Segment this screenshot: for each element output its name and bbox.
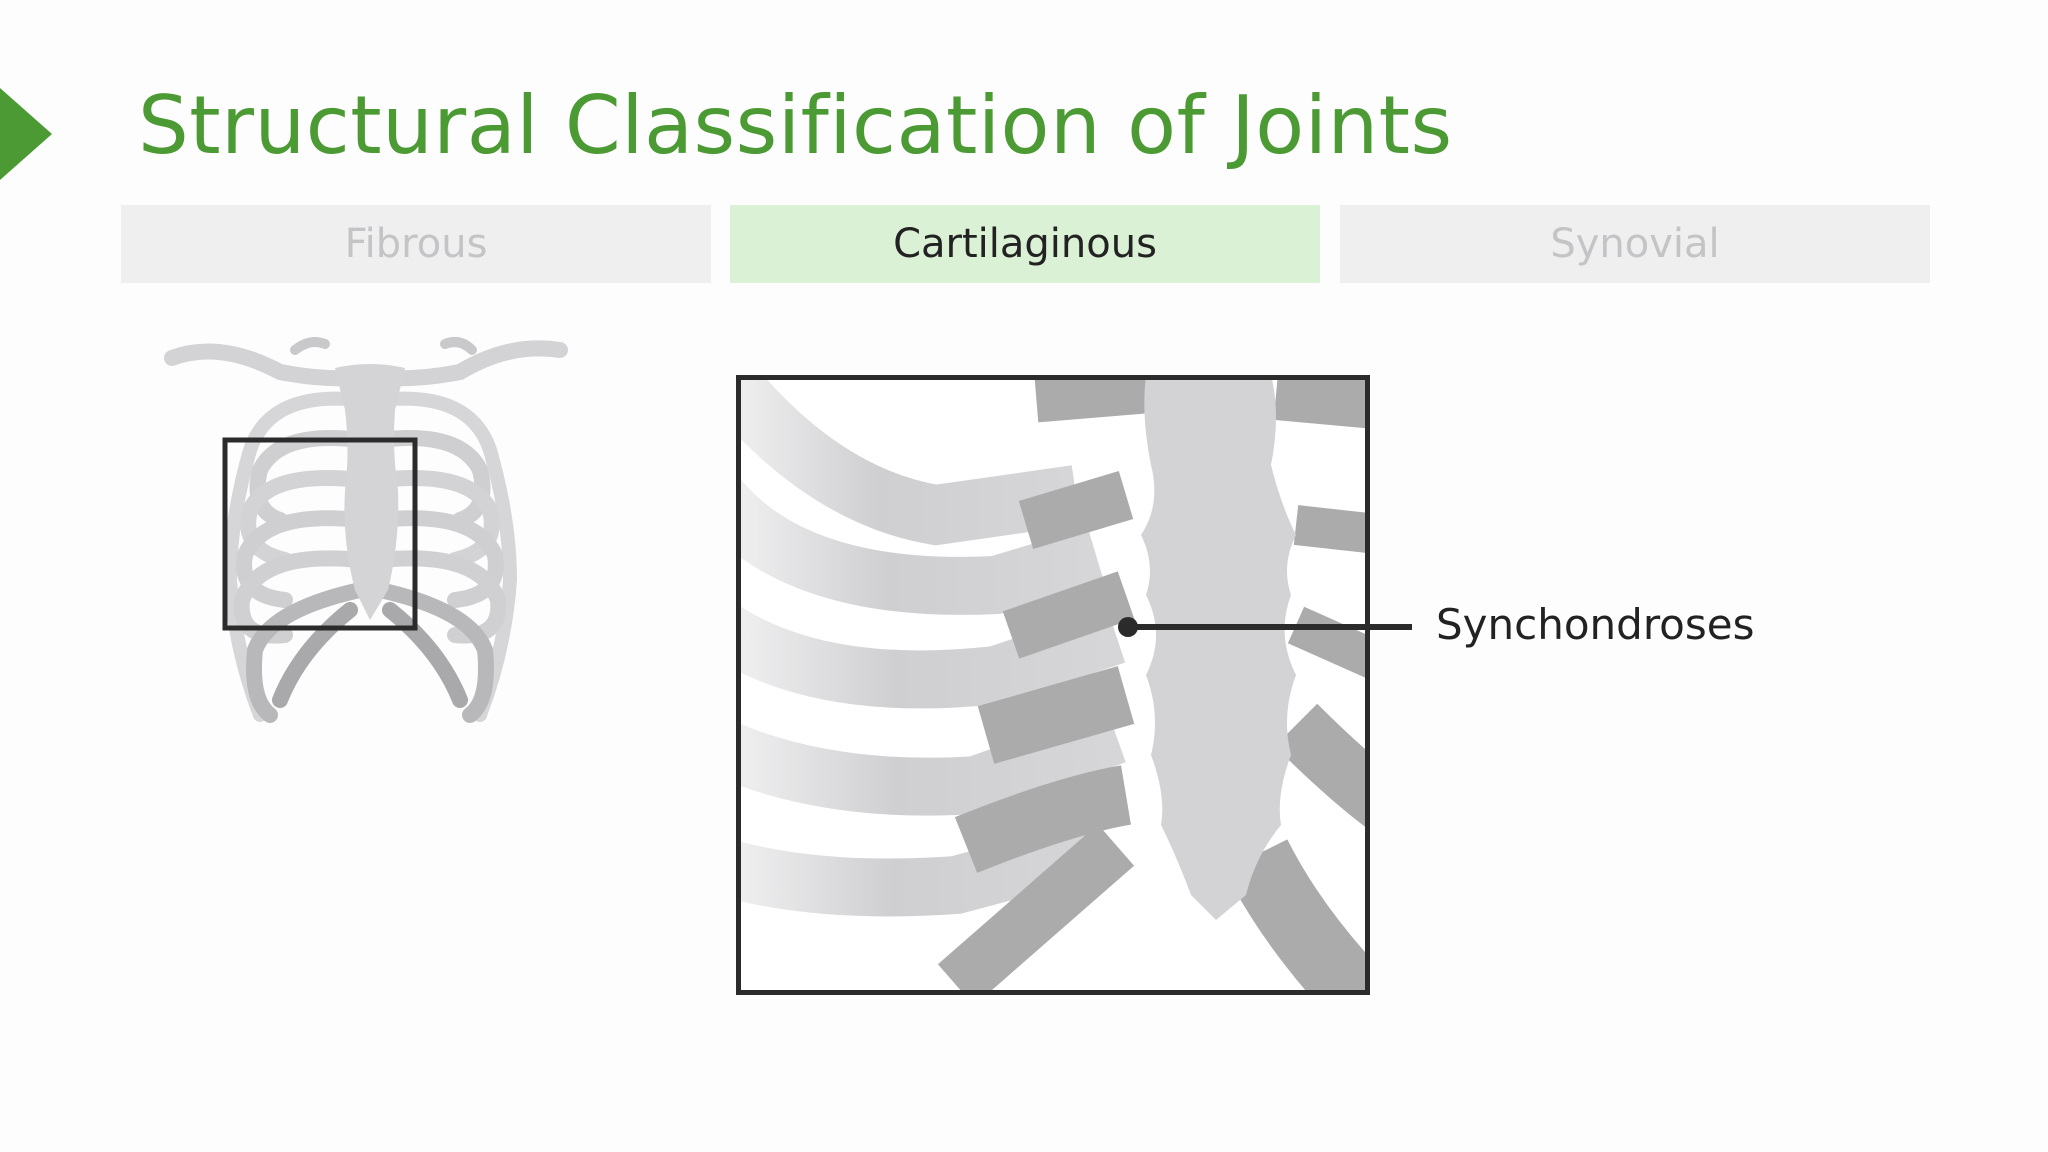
slide-arrow-marker	[0, 88, 52, 180]
tab-cartilaginous-label: Cartilaginous	[893, 221, 1157, 267]
rib-cage-icon	[164, 337, 568, 723]
sternum-closeup-icon	[736, 375, 1370, 995]
tab-fibrous[interactable]: Fibrous	[121, 205, 711, 283]
tab-synovial-label: Synovial	[1550, 221, 1720, 267]
tab-fibrous-label: Fibrous	[344, 221, 488, 267]
callout-label-synchondroses: Synchondroses	[1436, 600, 1755, 649]
slide-title: Structural Classification of Joints	[138, 79, 1453, 172]
callout-pointer	[1118, 617, 1412, 637]
tab-cartilaginous[interactable]: Cartilaginous	[730, 205, 1320, 283]
tab-synovial[interactable]: Synovial	[1340, 205, 1930, 283]
